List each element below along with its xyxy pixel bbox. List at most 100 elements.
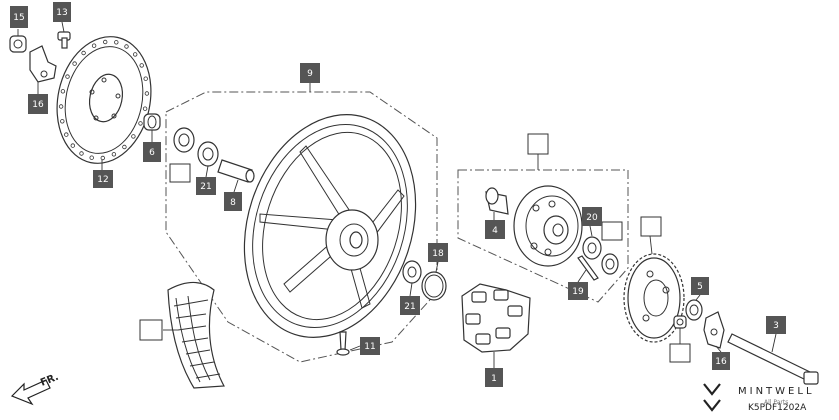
axle-part-3 — [727, 333, 819, 385]
svg-text:1: 1 — [491, 374, 497, 384]
bracket-part-16-left — [29, 45, 57, 83]
nut-sprocket — [673, 315, 687, 329]
callout-19: 19 — [568, 282, 588, 300]
empty-callout — [169, 163, 191, 183]
disc-hole — [139, 63, 144, 68]
bolt-part-13 — [57, 31, 71, 49]
callout-1: 1 — [485, 368, 503, 387]
bearing-part-20 — [582, 236, 602, 260]
svg-text:11: 11 — [364, 342, 375, 352]
disc-hole — [114, 40, 119, 45]
disc-hole — [122, 144, 127, 150]
disc-hole — [89, 155, 94, 160]
svg-text:21: 21 — [404, 302, 415, 312]
hub-collar-part-4 — [485, 187, 509, 215]
callout-9: 9 — [300, 63, 320, 83]
tire-section — [167, 281, 225, 389]
empty-callouts — [139, 133, 691, 363]
disc-hole — [102, 39, 108, 45]
o-ring-part-18 — [421, 271, 447, 301]
callout-8: 8 — [224, 192, 242, 211]
callout-21-lower: 21 — [400, 296, 420, 315]
svg-text:15: 15 — [13, 13, 24, 23]
callout-6: 6 — [143, 142, 161, 162]
bracket-part-16-right — [703, 311, 725, 349]
disc-hole — [81, 50, 86, 56]
disc-hole — [142, 106, 148, 111]
leader-lines — [17, 21, 777, 368]
disc-hole — [131, 134, 136, 139]
disc-hole — [143, 76, 148, 81]
empty-callout — [139, 319, 163, 341]
svg-text:19: 19 — [572, 287, 584, 297]
brake-disc — [56, 36, 152, 164]
seal-hub — [601, 253, 619, 275]
hub-group-outline — [457, 169, 629, 303]
callout-4: 4 — [485, 220, 505, 239]
svg-text:13: 13 — [56, 8, 67, 18]
stud-part-19 — [577, 255, 599, 281]
callout-5: 5 — [691, 277, 709, 295]
empty-callout — [527, 133, 549, 155]
callout-18: 18 — [428, 243, 448, 262]
svg-text:4: 4 — [492, 226, 498, 236]
disc-hole — [79, 151, 84, 156]
svg-text:20: 20 — [586, 213, 598, 223]
bearing-part-21-upper — [197, 141, 219, 167]
brand-logo-mark — [703, 383, 721, 412]
watermark: All Parts — [764, 399, 788, 406]
disc-hole — [100, 155, 105, 161]
wheel-rim — [243, 114, 417, 338]
svg-text:21: 21 — [200, 182, 211, 192]
wheel-group-outline — [165, 91, 438, 363]
callout-16-right: 16 — [712, 352, 730, 370]
disc-hole — [138, 121, 143, 126]
bearing-part-21-lower — [402, 260, 422, 284]
disc-hole — [64, 132, 69, 137]
svg-text:12: 12 — [97, 175, 108, 185]
front-direction-arrow: FR. — [10, 372, 60, 406]
brand-logo: MINTWELL All Parts — [703, 383, 812, 412]
svg-text:3: 3 — [773, 321, 779, 331]
svg-text:16: 16 — [715, 357, 727, 367]
svg-text:8: 8 — [230, 198, 236, 208]
oil-seal — [173, 127, 195, 153]
callout-12: 12 — [93, 170, 113, 188]
nut-part-15 — [9, 35, 27, 53]
disc-hole — [70, 143, 75, 148]
svg-text:18: 18 — [432, 249, 444, 259]
disc-hole — [60, 89, 66, 94]
svg-text:9: 9 — [307, 69, 313, 79]
disc-hole — [111, 152, 117, 157]
disc-hole — [65, 74, 70, 79]
damper-rubbers — [461, 283, 531, 353]
collar-part-5 — [685, 299, 703, 321]
svg-text:5: 5 — [697, 282, 703, 292]
callout-20: 20 — [582, 207, 602, 226]
valve-part-11 — [336, 331, 350, 356]
disc-hole — [72, 61, 77, 66]
disc-hole — [124, 44, 129, 49]
sprocket-hub — [513, 185, 583, 267]
svg-text:16: 16 — [32, 100, 44, 110]
empty-callout — [669, 343, 691, 363]
disc-hole — [132, 52, 138, 57]
disc-hole — [91, 43, 97, 48]
callout-13: 13 — [53, 2, 71, 22]
callout-15: 15 — [10, 6, 28, 28]
callout-21-upper: 21 — [196, 177, 216, 195]
callout-3: 3 — [766, 316, 786, 334]
disc-holes — [58, 39, 150, 161]
empty-callout — [601, 221, 623, 241]
svg-text:6: 6 — [149, 148, 155, 158]
disc-hole — [144, 91, 150, 96]
callout-11: 11 — [360, 337, 380, 355]
rear-sprocket — [623, 253, 685, 343]
disc-hole — [58, 104, 64, 109]
collar-part-8 — [217, 159, 255, 183]
spacer-part-6 — [143, 113, 161, 131]
disc-hole — [60, 119, 65, 124]
callout-16-left: 16 — [28, 94, 48, 114]
diagram-code: K5PDF1202A — [748, 403, 807, 413]
